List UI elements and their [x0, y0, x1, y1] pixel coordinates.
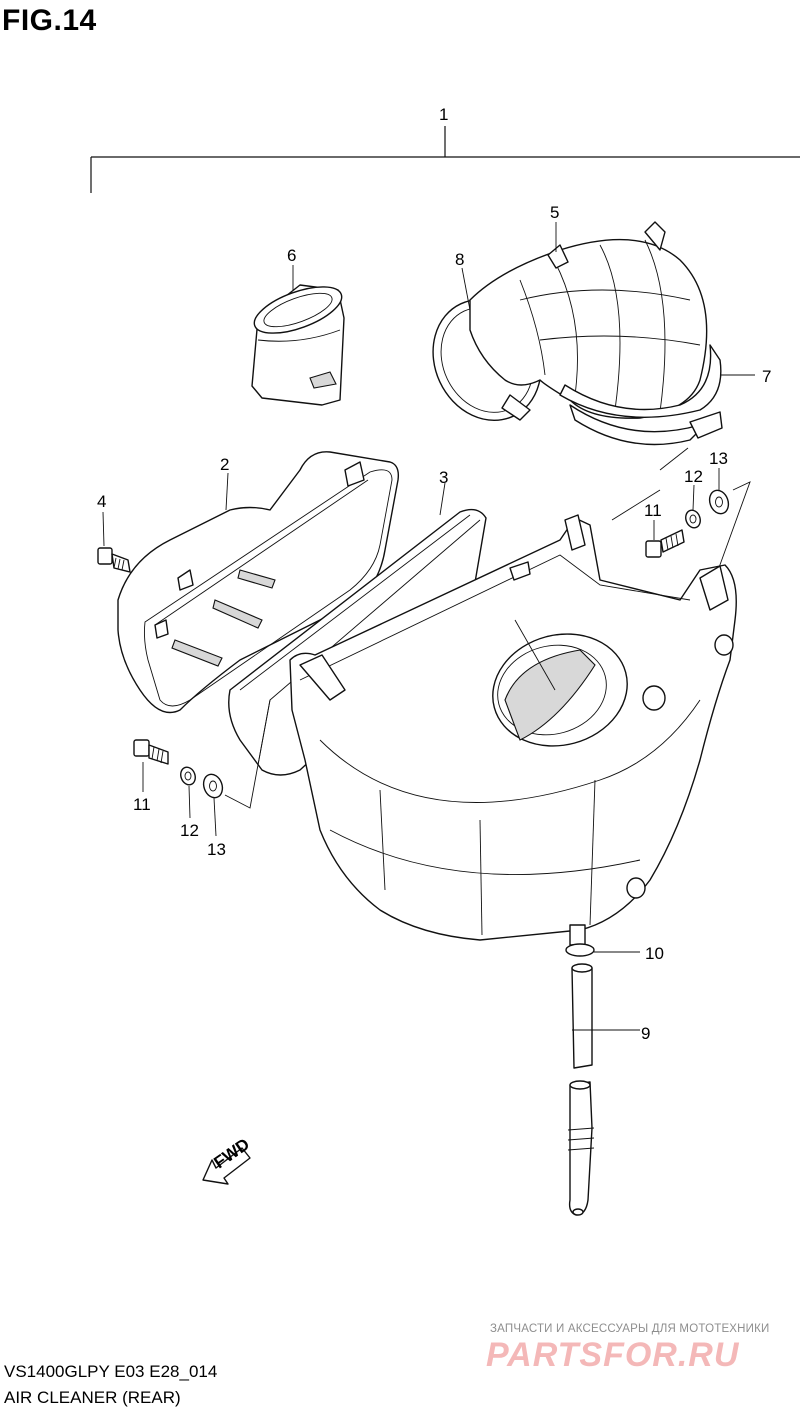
cover-part-2	[117, 451, 400, 714]
washer-part-12-left	[180, 766, 196, 786]
callout-1: 1	[439, 105, 448, 124]
watermark-tagline: ЗАПЧАСТИ И АКСЕССУАРЫ ДЛЯ МОТОТЕХНИКИ	[490, 1323, 770, 1335]
callout-2: 2	[220, 455, 229, 474]
model-code: VS1400GLPY E03 E28_014	[4, 1362, 218, 1381]
callout-13-left: 13	[207, 840, 226, 859]
callout-12-right: 12	[684, 467, 703, 486]
clamp-part-7	[559, 344, 755, 446]
callout-4: 4	[97, 492, 106, 511]
callout-11-left: 11	[133, 795, 151, 814]
callout-6: 6	[287, 246, 296, 265]
assembly-bracket	[90, 126, 800, 193]
callout-8: 8	[455, 250, 464, 269]
clip-part-10	[565, 943, 640, 957]
bolt-part-11-right	[645, 520, 685, 558]
callout-11-right: 11	[644, 501, 662, 520]
callout-7: 7	[762, 367, 771, 386]
figure-title: FIG.14	[2, 4, 97, 37]
watermark-brand: PARTSFOR.RU	[486, 1336, 740, 1374]
callout-12-left: 12	[180, 821, 199, 840]
bolt-part-4	[97, 511, 131, 573]
callout-5: 5	[550, 203, 559, 222]
washer-part-13-left	[202, 773, 224, 799]
callout-9: 9	[641, 1024, 650, 1043]
callout-10: 10	[645, 944, 664, 963]
drain-tube-part-9	[567, 963, 640, 1216]
figure-name: AIR CLEANER (REAR)	[4, 1388, 181, 1407]
callout-13-right: 13	[709, 449, 728, 468]
washer-part-12-right	[685, 484, 701, 529]
intake-duct-part-6	[251, 265, 345, 406]
callout-3: 3	[439, 468, 448, 487]
bolt-part-11-left	[133, 739, 169, 765]
air-cleaner-housing	[289, 447, 737, 946]
forward-direction-icon: FWD	[202, 1135, 253, 1185]
leader-lines-left	[142, 699, 271, 837]
